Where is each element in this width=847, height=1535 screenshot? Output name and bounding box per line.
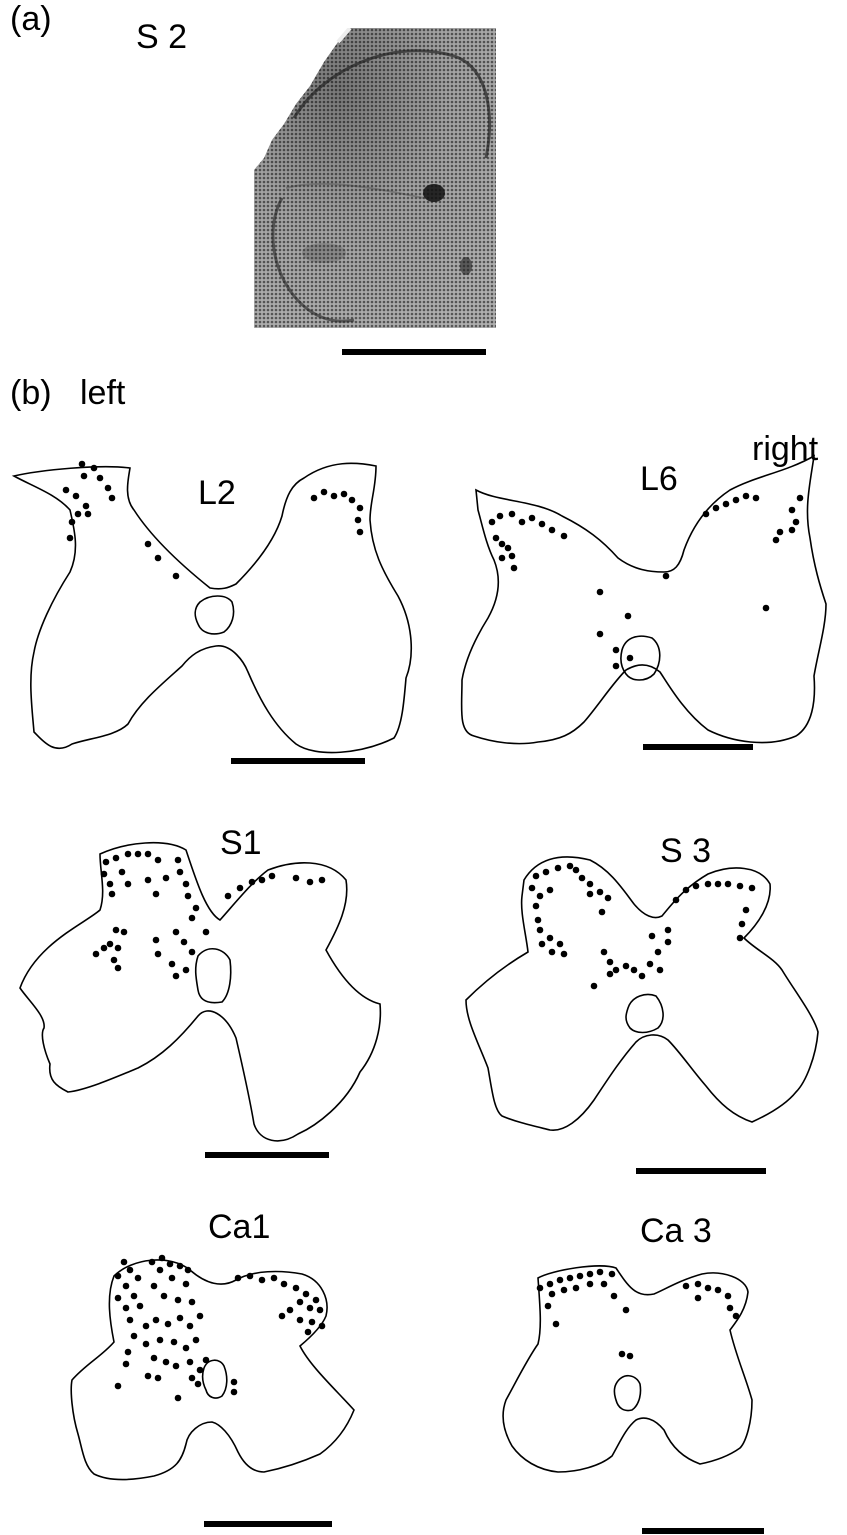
panel-a-section-label: S 2 bbox=[136, 20, 187, 54]
scale-bar-ca1 bbox=[204, 1521, 332, 1527]
section-label-ca3: Ca 3 bbox=[640, 1214, 712, 1248]
central-canal-ca3 bbox=[615, 1376, 641, 1411]
scale-bar-s3 bbox=[636, 1168, 766, 1174]
panel-a-label: (a) bbox=[10, 2, 52, 36]
section-s3 bbox=[440, 820, 847, 1190]
scale-bar-s1 bbox=[205, 1152, 329, 1158]
scale-bar-l2 bbox=[231, 758, 365, 764]
neuron-dots-l6 bbox=[489, 493, 804, 670]
scale-bar-ca3 bbox=[642, 1528, 764, 1534]
s2-micrograph bbox=[254, 28, 496, 328]
outline-ca1 bbox=[71, 1260, 354, 1480]
left-side-label: left bbox=[80, 376, 125, 410]
outline-s1 bbox=[20, 843, 380, 1141]
section-s1 bbox=[0, 820, 420, 1190]
neuron-dots-l2 bbox=[63, 461, 364, 580]
neuron-dots-s1 bbox=[93, 851, 326, 980]
neuron-dots-ca1 bbox=[115, 1255, 326, 1402]
neuron-dots-ca3 bbox=[537, 1269, 740, 1360]
outline-l2 bbox=[14, 463, 411, 752]
section-label-ca1: Ca1 bbox=[208, 1210, 270, 1244]
panel-b-label: (b) bbox=[10, 376, 52, 410]
outline-s3 bbox=[466, 857, 818, 1130]
section-l2 bbox=[0, 440, 420, 790]
scale-bar-a bbox=[342, 349, 486, 355]
central-canal-s3 bbox=[626, 995, 663, 1033]
section-ca3 bbox=[440, 1250, 847, 1520]
central-canal-ca1 bbox=[203, 1360, 227, 1398]
central-canal-l2 bbox=[195, 596, 233, 634]
scale-bar-l6 bbox=[643, 744, 753, 750]
central-canal-l6 bbox=[621, 636, 660, 680]
neuron-dots-s3 bbox=[529, 863, 756, 990]
outline-ca3 bbox=[503, 1266, 752, 1472]
outline-l6 bbox=[462, 456, 826, 744]
section-l6 bbox=[440, 440, 847, 790]
section-ca1 bbox=[0, 1240, 420, 1530]
central-canal-s1 bbox=[196, 949, 231, 1003]
